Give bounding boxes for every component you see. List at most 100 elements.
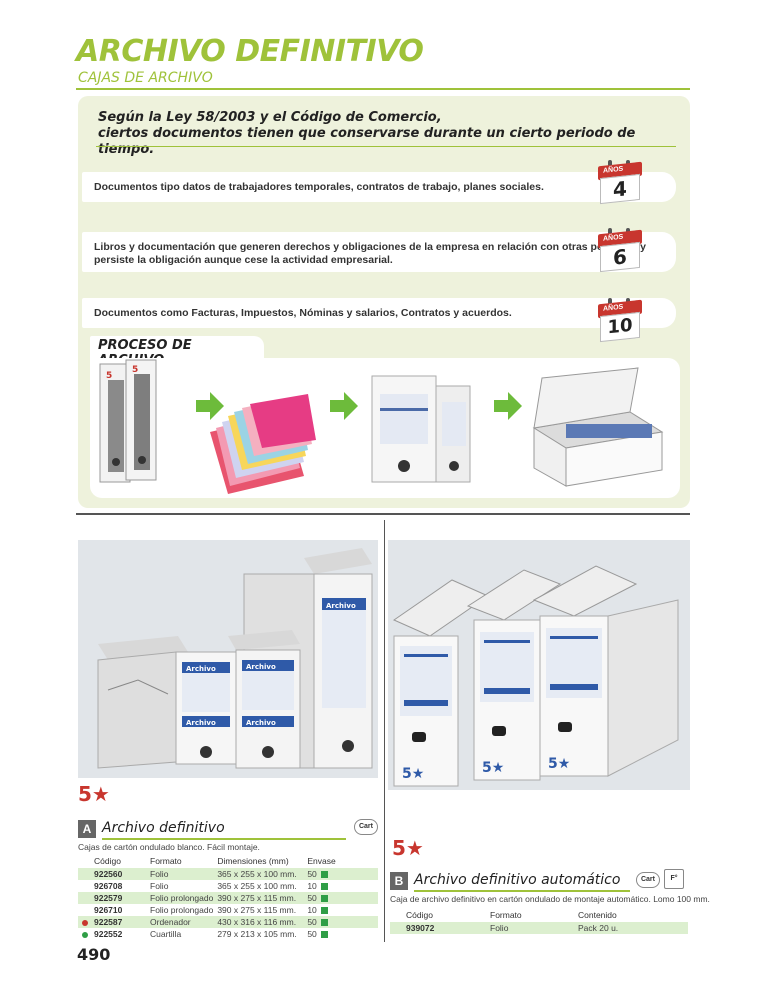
document-item-3: Documentos como Facturas, Impuestos, Nóm…: [82, 298, 676, 328]
calendar-icon: AÑOS 6: [598, 226, 642, 273]
cardboard-pill: Cart: [354, 819, 378, 835]
code-cell: 922579: [78, 892, 150, 904]
law-rule: [96, 146, 676, 147]
product-b-table: Código Formato Contenido 939072 Folio Pa…: [390, 910, 688, 934]
document-item-text: Documentos como Facturas, Impuestos, Nóm…: [94, 307, 512, 319]
code-cell: 926710: [94, 905, 123, 915]
archive-boxes-image: [371, 375, 471, 483]
content-cell: Pack 20 u.: [578, 922, 688, 934]
product-title: Archivo definitivo: [102, 820, 225, 836]
recycle-icon: [320, 871, 328, 879]
recycle-icon: [320, 883, 328, 891]
law-heading-line1: Según la Ley 58/2003 y el Código de Come…: [98, 110, 442, 125]
dims-cell: 279 x 213 x 105 mm.: [217, 929, 297, 939]
column-header: Código: [406, 910, 433, 920]
format-cell: Ordenador: [150, 916, 218, 928]
brand-logo: 5★: [548, 756, 570, 772]
document-item-text: Libros y documentación que generen derec…: [94, 241, 647, 266]
transfer-box-image: [532, 367, 664, 487]
section-divider: [76, 513, 690, 515]
calendar-years: 6: [600, 241, 640, 273]
law-heading-line2: ciertos documentos tienen que conservars…: [98, 126, 636, 157]
column-header: Contenido: [578, 910, 617, 920]
code-cell: 922560: [78, 868, 150, 880]
dims-cell: 365 x 255 x 100 mm.: [217, 881, 297, 891]
brand-logo: 5★: [402, 766, 424, 782]
calendar-icon: AÑOS 10: [598, 296, 642, 343]
table-row: 922552 Cuartilla 279 x 213 x 105 mm. 50: [78, 928, 378, 940]
cardboard-pill: Cart: [636, 872, 660, 888]
product-badge: A: [78, 820, 96, 838]
column-header: Código: [94, 856, 121, 866]
table-row: 922560 Folio 365 x 255 x 100 mm. 50: [78, 868, 378, 880]
calendar-icon: AÑOS 4: [598, 158, 642, 205]
column-divider: [384, 520, 385, 942]
recycle-icon: [320, 919, 328, 927]
box-label: Archivo: [186, 719, 216, 727]
product-b-photo: 5★ 5★ 5★: [388, 540, 690, 790]
dims-cell: 390 x 275 x 115 mm.: [217, 905, 297, 915]
document-item-1: Documentos tipo datos de trabajadores te…: [82, 172, 676, 202]
column-header: Formato: [150, 856, 182, 866]
brand-logo: 5★: [392, 836, 424, 860]
calendar-years: 10: [600, 311, 640, 343]
table-row: 926708 Folio 365 x 255 x 100 mm. 10: [78, 880, 378, 892]
recycle-icon: [320, 895, 328, 903]
pack-cell: 50: [307, 869, 317, 879]
product-badge: B: [390, 872, 408, 890]
code-cell: 922552: [94, 929, 123, 939]
dims-cell: 390 x 275 x 115 mm.: [217, 892, 308, 904]
pack-cell: 10: [307, 881, 317, 891]
dims-cell: 365 x 255 x 100 mm.: [217, 868, 308, 880]
product-description: Caja de archivo definitivo en cartón ond…: [390, 894, 710, 904]
law-heading: Según la Ley 58/2003 y el Código de Come…: [98, 110, 688, 157]
pack-cell: 50: [307, 929, 317, 939]
format-cell: Folio: [150, 881, 169, 891]
svg-text:5: 5: [106, 371, 112, 381]
svg-text:5: 5: [132, 365, 138, 375]
pack-cell: 50: [307, 917, 317, 927]
folio-icon: F°: [664, 869, 684, 889]
process-title: PROCESO DE ARCHIVO: [90, 336, 264, 368]
column-header: Envase: [307, 856, 336, 866]
recycle-icon: [320, 931, 328, 939]
arrow-icon: [494, 392, 522, 420]
box-label: Archivo: [326, 602, 356, 610]
table-row: 926710 Folio prolongado 390 x 275 x 115 …: [78, 904, 378, 916]
header-rule: [76, 88, 690, 90]
binder-image: 5 5: [99, 359, 157, 483]
product-title-rule: [414, 890, 630, 892]
brand-logo: 5★: [78, 782, 110, 806]
page-subtitle: CAJAS DE ARCHIVO: [78, 70, 213, 86]
table-row: 939072 Folio Pack 20 u.: [390, 922, 688, 934]
box-label: Archivo: [186, 665, 216, 673]
box-label: Archivo: [246, 663, 276, 671]
product-title-rule: [102, 838, 346, 840]
product-description: Cajas de cartón ondulado blanco. Fácil m…: [78, 842, 260, 852]
document-item-text: Documentos tipo datos de trabajadores te…: [94, 181, 544, 193]
column-header: Formato: [490, 910, 522, 920]
format-cell: Folio: [150, 868, 218, 880]
arrow-icon: [196, 392, 224, 420]
brand-logo: 5★: [482, 760, 504, 776]
format-cell: Cuartilla: [150, 929, 182, 939]
color-dot-icon: [82, 931, 88, 938]
color-dot-icon: [82, 919, 88, 926]
document-item-2: Libros y documentación que generen derec…: [82, 232, 676, 272]
table-row: 922579 Folio prolongado 390 x 275 x 115 …: [78, 892, 378, 904]
folders-image: [210, 394, 316, 494]
dims-cell: 430 x 316 x 116 mm.: [217, 916, 308, 928]
format-cell: Folio: [490, 922, 578, 934]
process-illustration: 5 5: [99, 359, 664, 494]
arrow-icon: [330, 392, 358, 420]
page-title: ARCHIVO DEFINITIVO: [76, 34, 424, 69]
page-number: 490: [77, 945, 111, 964]
box-label: Archivo: [246, 719, 276, 727]
table-row: 922587 Ordenador 430 x 316 x 116 mm. 50: [78, 916, 378, 928]
format-cell: Folio prolongado: [150, 905, 214, 915]
product-a-photo: Archivo Archivo Archivo Archivo Archivo: [78, 540, 378, 778]
code-cell: 939072: [390, 922, 490, 934]
format-cell: Folio prolongado: [150, 892, 218, 904]
pack-cell: 10: [307, 905, 317, 915]
column-header: Dimensiones (mm): [217, 856, 289, 866]
